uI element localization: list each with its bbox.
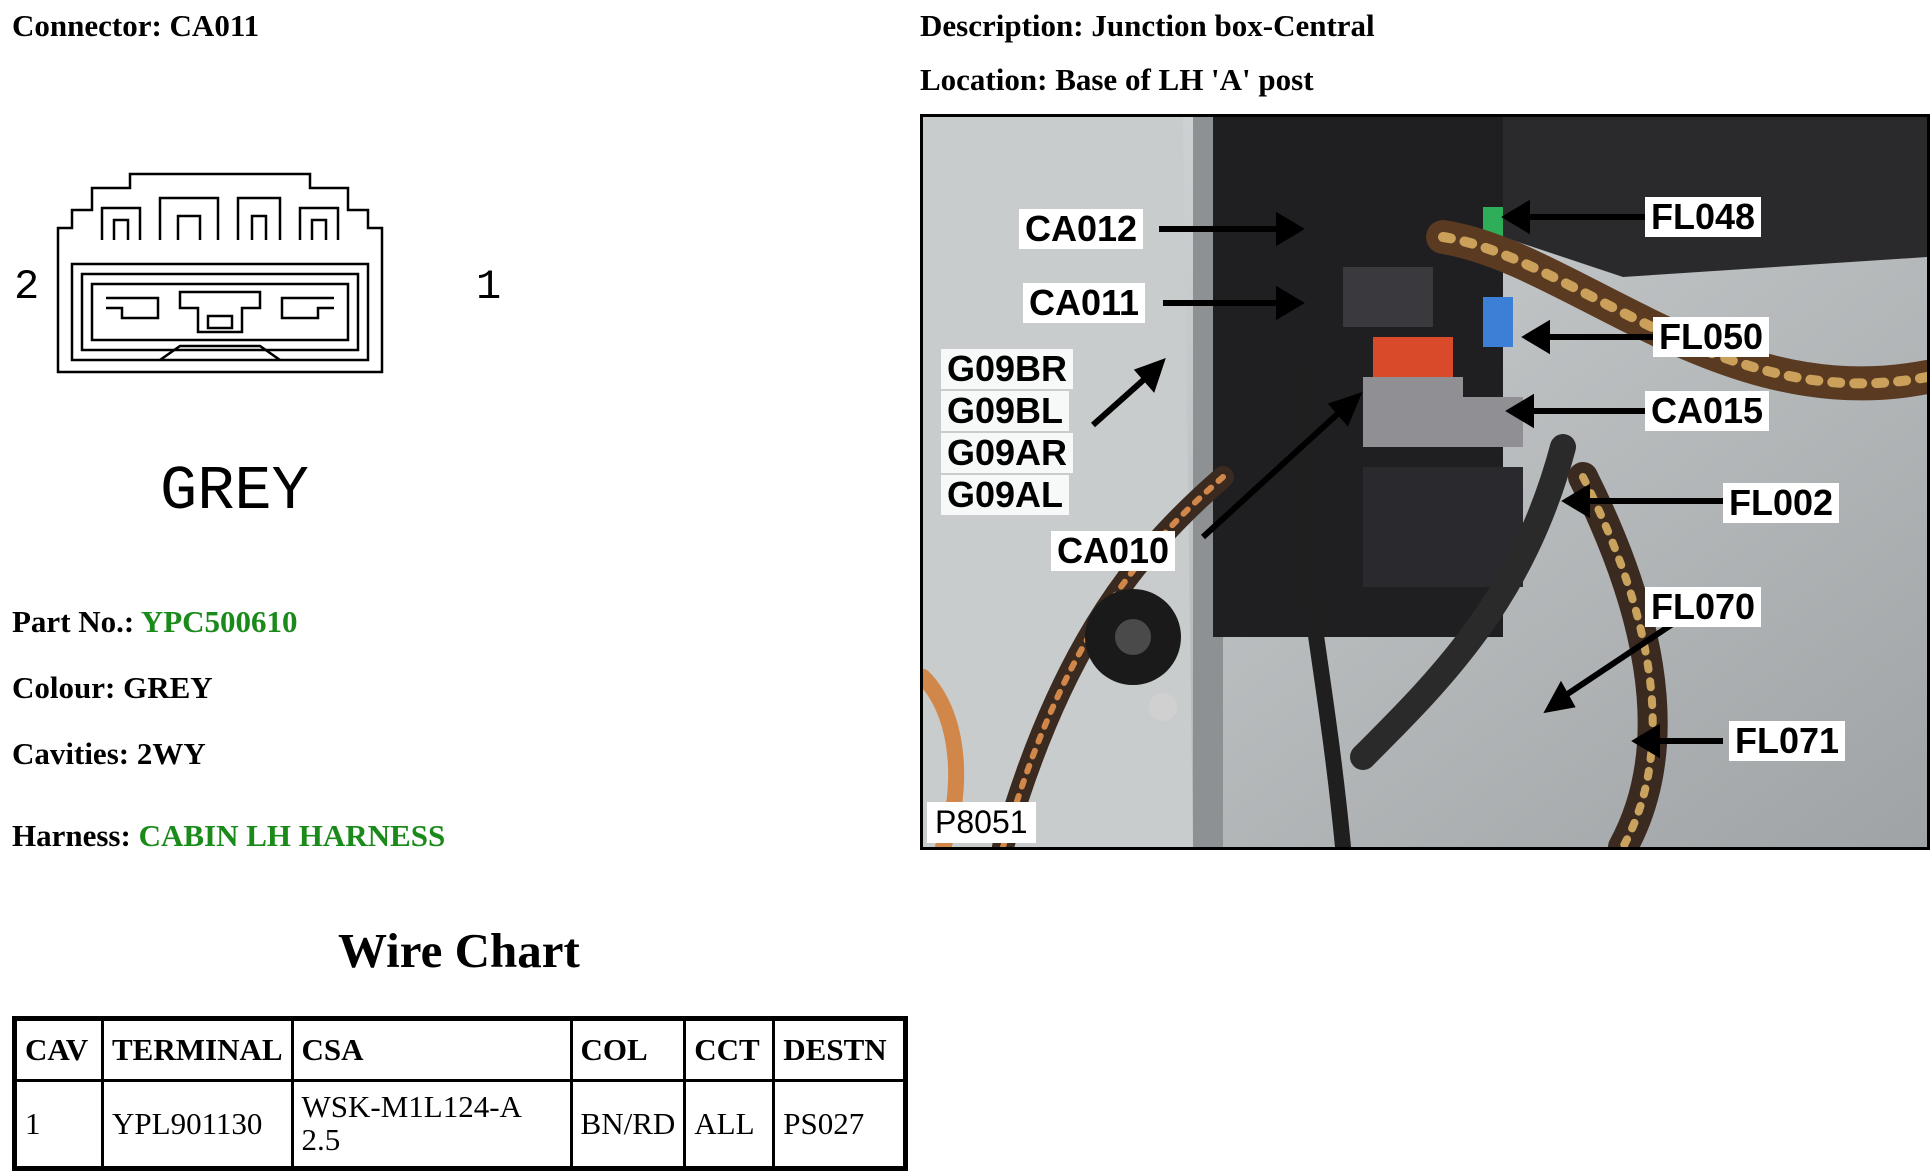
cavities-value: 2WY [136,736,206,771]
colour-field: Colour: GREY [12,670,213,706]
callout-g09br: G09BR [941,349,1074,389]
callout-fl048: FL048 [1645,197,1762,237]
diagram-colour-text: GREY [160,456,309,527]
location-field: Location: Base of LH 'A' post [920,62,1314,98]
cell-csa: WSK-M1L124-A 2.5 [290,1079,573,1170]
cell-col: BN/RD [569,1079,687,1170]
table-header-row: CAV TERMINAL CSA COL CCT DESTN [13,1017,908,1082]
colour-label: Colour: [12,670,116,705]
harness-label: Harness: [12,818,131,853]
description-value: Junction box-Central [1091,8,1375,43]
callout-g09bl: G09BL [941,391,1070,431]
location-label: Location: [920,62,1048,97]
cavities-label: Cavities: [12,736,130,771]
col-header-cct: CCT [683,1017,776,1082]
colour-value: GREY [123,670,213,705]
harness-field: Harness: CABIN LH HARNESS [12,818,445,854]
cell-terminal: YPL901130 [101,1079,294,1170]
part-no-label: Part No.: [12,604,135,639]
col-header-col: COL [569,1017,687,1082]
callout-ca011: CA011 [1023,283,1146,323]
callout-ca015: CA015 [1645,391,1770,431]
description-label: Description: [920,8,1084,43]
callout-g09ar: G09AR [941,433,1074,473]
cavities-field: Cavities: 2WY [12,736,206,772]
location-value: Base of LH 'A' post [1055,62,1314,97]
connector-field: Connector: CA011 [12,8,259,44]
cell-cav: 1 [13,1079,104,1170]
cell-destn: PS027 [772,1079,908,1170]
callout-fl002: FL002 [1723,483,1840,523]
location-photo: CA012 CA011 G09BR G09BL G09AR G09AL CA01… [920,114,1930,850]
callout-fl050: FL050 [1653,317,1770,357]
description-field: Description: Junction box-Central [920,8,1375,44]
col-header-cav: CAV [13,1017,104,1082]
pin-left-label: 2 [14,263,39,311]
connector-label: Connector: [12,8,162,43]
callout-fl070: FL070 [1645,587,1762,627]
cell-cct: ALL [683,1079,776,1170]
callout-g09al: G09AL [941,475,1070,515]
wire-chart-table: CAV TERMINAL CSA COL CCT DESTN 1 YPL9011… [12,1016,909,1171]
table-row: 1 YPL901130 WSK-M1L124-A 2.5 BN/RD ALL P… [13,1079,908,1170]
photo-id-label: P8051 [927,802,1036,843]
col-header-csa: CSA [290,1017,573,1082]
pin-right-label: 1 [476,263,501,311]
part-no-field: Part No.: YPC500610 [12,604,298,640]
col-header-terminal: TERMINAL [101,1017,294,1082]
part-no-link[interactable]: YPC500610 [140,604,298,639]
harness-link[interactable]: CABIN LH HARNESS [138,818,446,853]
wire-chart-title: Wire Chart [338,923,580,978]
col-header-destn: DESTN [772,1017,908,1082]
callout-ca010: CA010 [1051,531,1176,571]
connector-face-diagram: 2 1 GREY [14,172,501,527]
callout-ca012: CA012 [1019,209,1144,249]
callout-fl071: FL071 [1729,721,1846,761]
connector-value: CA011 [169,8,260,43]
